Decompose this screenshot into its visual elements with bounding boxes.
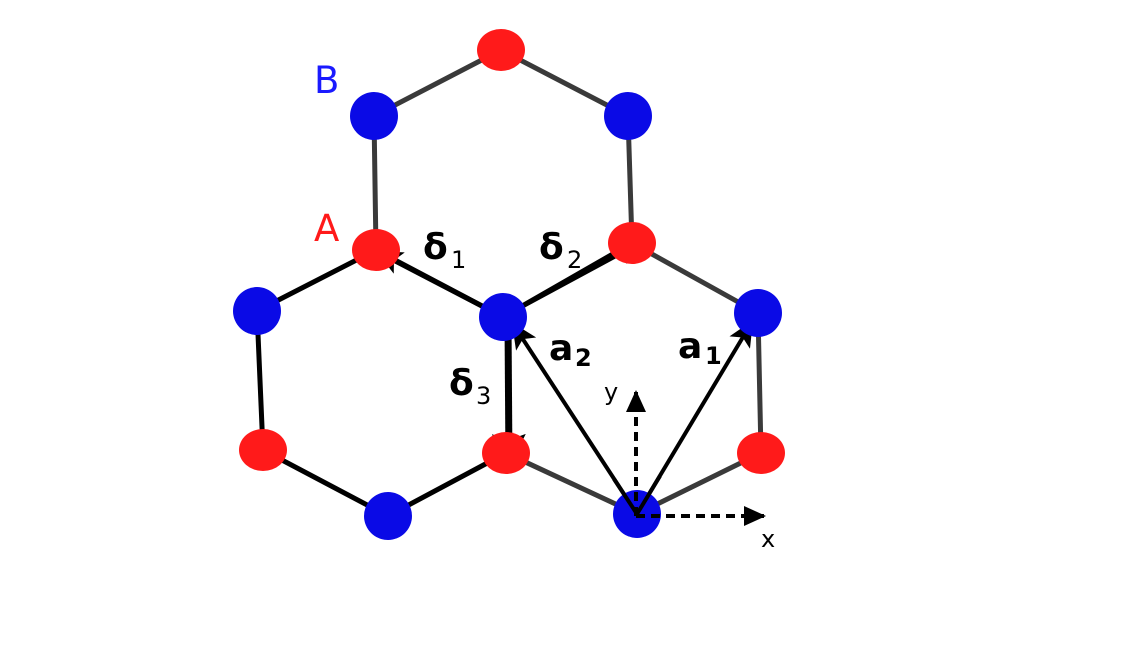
atom-b bbox=[233, 287, 281, 335]
delta3-label: δ 3 bbox=[449, 363, 491, 410]
axis-y-label: y bbox=[604, 378, 618, 406]
delta3-symbol: δ bbox=[449, 363, 474, 404]
atom-b bbox=[734, 289, 782, 337]
atom-b bbox=[350, 92, 398, 140]
a2-symbol: a bbox=[549, 328, 573, 369]
bond bbox=[629, 240, 761, 316]
atom-b bbox=[604, 92, 652, 140]
sublattice-a-label: A bbox=[314, 207, 339, 250]
bonds-top-hexagon bbox=[371, 47, 635, 253]
a1-subscript: 1 bbox=[705, 342, 722, 370]
atom-a bbox=[482, 432, 530, 474]
delta3-subscript: 3 bbox=[476, 382, 491, 410]
a1-label: a 1 bbox=[678, 326, 722, 370]
a2-label: a 2 bbox=[549, 328, 592, 372]
coordinate-axes bbox=[626, 390, 766, 526]
atom-b bbox=[479, 293, 527, 341]
atom-a bbox=[737, 432, 785, 474]
atoms bbox=[233, 29, 785, 540]
delta2-label: δ 2 bbox=[539, 227, 582, 274]
sublattice-b-label: B bbox=[314, 59, 339, 102]
vector-a1-overlay bbox=[635, 474, 662, 516]
atom-b bbox=[364, 492, 412, 540]
delta1-label: δ 1 bbox=[423, 227, 466, 274]
delta1-subscript: 1 bbox=[451, 246, 466, 274]
vector-a2-overlay bbox=[612, 477, 639, 516]
delta1-symbol: δ bbox=[423, 227, 448, 268]
bonds-right-hexagon bbox=[503, 240, 764, 517]
atom-a bbox=[352, 229, 400, 271]
delta2-symbol: δ bbox=[539, 227, 564, 268]
axis-x-label: x bbox=[761, 525, 775, 553]
bond bbox=[503, 450, 640, 517]
a1-symbol: a bbox=[678, 326, 702, 367]
delta2-subscript: 2 bbox=[567, 246, 582, 274]
atom-a bbox=[239, 429, 287, 471]
atom-a bbox=[477, 29, 525, 71]
a2-subscript: 2 bbox=[575, 344, 592, 372]
atom-a bbox=[608, 222, 656, 264]
